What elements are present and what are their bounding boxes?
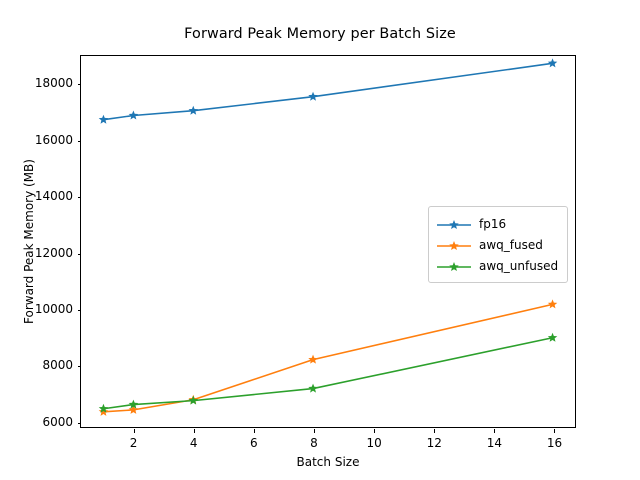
legend-label: awq_fused [479,237,543,252]
data-point-marker [308,383,318,393]
legend-swatch-icon [436,259,472,273]
y-tick-label: 8000 [42,358,73,373]
x-tick-mark [374,429,376,433]
chart-legend: fp16 awq_fused awq_unfused [428,206,569,283]
x-tick-label: 12 [426,436,442,450]
data-point-marker [547,58,558,68]
x-tick-label: 10 [366,436,382,450]
y-tick-mark [77,422,81,424]
x-tick-mark [313,429,315,433]
x-tick-mark [253,429,255,433]
data-point-marker [98,114,109,124]
y-tick-label: 14000 [34,189,73,204]
legend-item-awq_unfused[interactable]: awq_unfused [436,255,558,276]
x-tick-label: 8 [310,436,318,450]
y-tick-label: 6000 [42,414,73,429]
data-point-marker [188,395,199,405]
x-tick-label: 16 [546,436,563,450]
y-tick-mark [77,197,81,199]
legend-swatch-icon [436,238,472,252]
y-tick-mark [77,140,81,142]
x-tick-label: 14 [486,436,502,450]
y-tick-label: 12000 [34,245,73,260]
x-tick-mark [133,429,135,433]
legend-label: fp16 [479,216,507,231]
y-tick-mark [77,366,81,368]
data-point-marker [128,110,139,120]
x-tick-label: 4 [189,436,198,450]
data-point-marker [188,105,199,115]
series-line-fp16 [102,62,554,121]
y-tick-mark [77,84,81,86]
x-tick-mark [494,429,496,433]
data-point-marker [128,399,139,409]
y-axis-label: Forward Peak Memory (MB) [22,159,36,324]
data-point-marker [98,406,109,416]
data-point-marker [547,299,558,309]
x-tick-label: 6 [250,436,258,450]
data-point-marker [98,403,109,413]
data-point-marker [547,332,558,342]
y-tick-mark [77,309,81,311]
series-line-awq_fused [102,303,554,413]
legend-swatch-icon [436,217,472,231]
legend-label: awq_unfused [479,258,559,273]
x-tick-mark [554,429,556,433]
series-line-awq_unfused [102,336,554,410]
legend-item-fp16[interactable]: fp16 [436,213,558,234]
legend-item-awq_fused[interactable]: awq_fused [436,234,558,255]
y-tick-mark [77,253,81,255]
x-tick-label: 2 [129,436,138,450]
x-tick-mark [434,429,436,433]
data-point-marker [128,404,139,414]
data-point-marker [308,354,318,364]
y-tick-label: 16000 [34,132,73,147]
y-tick-label: 18000 [34,76,73,91]
x-axis-label: Batch Size [296,455,360,469]
x-tick-mark [193,429,195,433]
data-point-marker [308,91,318,101]
series-canvas [98,58,558,416]
y-tick-label: 10000 [34,301,73,316]
chart-title: Forward Peak Memory per Batch Size [184,26,456,42]
